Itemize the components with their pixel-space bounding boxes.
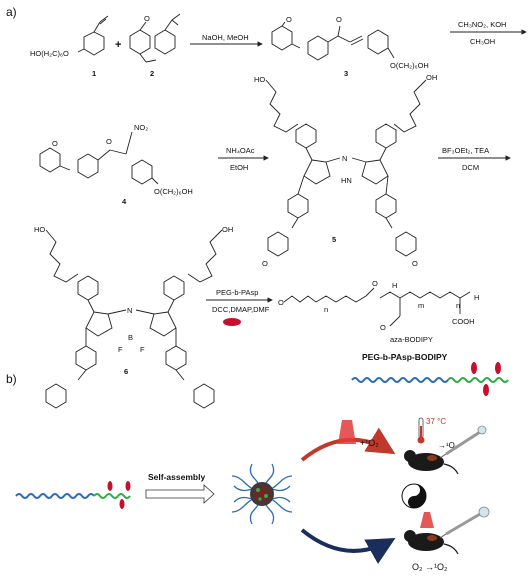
compound-6: HO OH N B F F 6 xyxy=(34,225,233,409)
svg-text:O: O xyxy=(144,14,150,23)
svg-text:HO: HO xyxy=(34,225,45,234)
compound-6-number: 6 xyxy=(124,367,128,376)
compound-3: O O O(CH₂)₆OH 3 xyxy=(271,15,429,78)
compound-4-number: 4 xyxy=(122,197,127,206)
compound-5-nh: HN xyxy=(341,176,352,185)
polymer-title: PEG-b-PAsp-BODIPY xyxy=(362,352,448,362)
svg-text:O: O xyxy=(106,137,112,146)
svg-text:O: O xyxy=(380,323,386,332)
syringe-icon-bottom xyxy=(439,506,490,539)
svg-text:O: O xyxy=(286,15,292,24)
compound-4: O O NO₂ O(CH₂)₆OH 4 xyxy=(39,123,193,206)
compound-3-sidechain: O(CH₂)₆OH xyxy=(390,61,429,70)
svg-text:OH: OH xyxy=(426,73,437,82)
svg-text:O: O xyxy=(336,15,342,24)
polymer-index-n1: n xyxy=(324,305,328,314)
reagent-3-line2: EtOH xyxy=(230,163,248,172)
svg-text:OH: OH xyxy=(222,225,233,234)
svg-text:N: N xyxy=(127,306,132,315)
compound-2: O 2 xyxy=(129,13,181,78)
reagent-4-line1: BF₃OEt₂, TEA xyxy=(442,146,489,155)
self-assembly-arrow: Self-assembly xyxy=(145,472,215,504)
reagent-4-line2: DCM xyxy=(462,163,479,172)
compound-4-nitro: NO₂ xyxy=(134,123,148,132)
svg-text:O: O xyxy=(412,259,418,268)
svg-text:O: O xyxy=(278,298,284,307)
compound-4-sidechain: O(CH₂)₆OH xyxy=(154,187,193,196)
plus-sign: + xyxy=(115,39,121,51)
compound-5: HO OH N HN O O 5 xyxy=(254,73,437,268)
polymer-structure: O n O H m n H COOH O aza-BODIPY PEG-b-PA… xyxy=(278,279,479,362)
reagent-2-line2: CH₃OH xyxy=(470,37,495,46)
svg-text:HO: HO xyxy=(254,75,265,84)
mouse-icon-bottom xyxy=(404,530,459,555)
thermometer-icon xyxy=(417,417,425,444)
compound-6-fluorine-2: F xyxy=(140,345,145,354)
mouse-icon-top xyxy=(404,450,459,475)
compound-1-number: 1 xyxy=(92,69,96,78)
dye-marker xyxy=(223,318,241,326)
panel-label-a: a) xyxy=(6,5,17,19)
compound-6-fluorine-1: F xyxy=(118,345,123,354)
polymer-cooh: COOH xyxy=(452,317,475,326)
yin-yang-icon xyxy=(401,483,427,509)
reagent-3-line1: NH₄OAc xyxy=(226,146,255,155)
compound-2-number: 2 xyxy=(150,69,154,78)
compound-3-number: 3 xyxy=(344,69,348,78)
svg-text:O: O xyxy=(262,259,268,268)
reagent-2-line1: CH₃NO₂, KOH xyxy=(458,20,506,29)
micelle xyxy=(231,463,293,525)
temperature-label: 37 °C xyxy=(426,417,446,426)
singlet-oxygen-label: +¹O₂ xyxy=(360,438,379,448)
dark-arc-arrow xyxy=(300,528,396,564)
polymer-terminal-h: H xyxy=(474,293,479,302)
reagent-5-line2: DCC,DMAP,DMF xyxy=(212,305,270,314)
polymer-index-m: m xyxy=(418,301,424,310)
laser-beam-bottom xyxy=(420,512,434,528)
panel-b-polymer-chain xyxy=(15,481,131,509)
syringe-icon-top xyxy=(439,425,487,459)
reagent-1: NaOH, MeOH xyxy=(202,33,249,42)
laser-beam-top xyxy=(338,420,356,444)
self-assembly-label: Self-assembly xyxy=(148,472,205,482)
polymer-sidechain: aza-BODIPY xyxy=(390,335,433,344)
polymer-index-n2: n xyxy=(456,301,460,310)
compound-6-boron: B xyxy=(128,333,133,342)
svg-text:H: H xyxy=(392,281,397,290)
svg-text:O: O xyxy=(52,139,58,148)
oxygen-conversion-label: O₂ →¹O₂ xyxy=(412,562,448,572)
singlet-oxygen-right: →¹O₂ xyxy=(438,441,458,450)
compound-1-sidechain: HO(H₂C)₆O xyxy=(30,49,69,58)
polymer-schematic xyxy=(351,362,509,396)
compound-5-number: 5 xyxy=(332,235,336,244)
reagent-5-line1: PEG-b-PAsp xyxy=(216,288,258,297)
compound-1: HO(H₂C)₆O 1 xyxy=(30,15,109,78)
svg-text:O: O xyxy=(372,279,378,288)
panel-label-b: b) xyxy=(6,372,17,386)
compound-5-n: N xyxy=(342,154,347,163)
